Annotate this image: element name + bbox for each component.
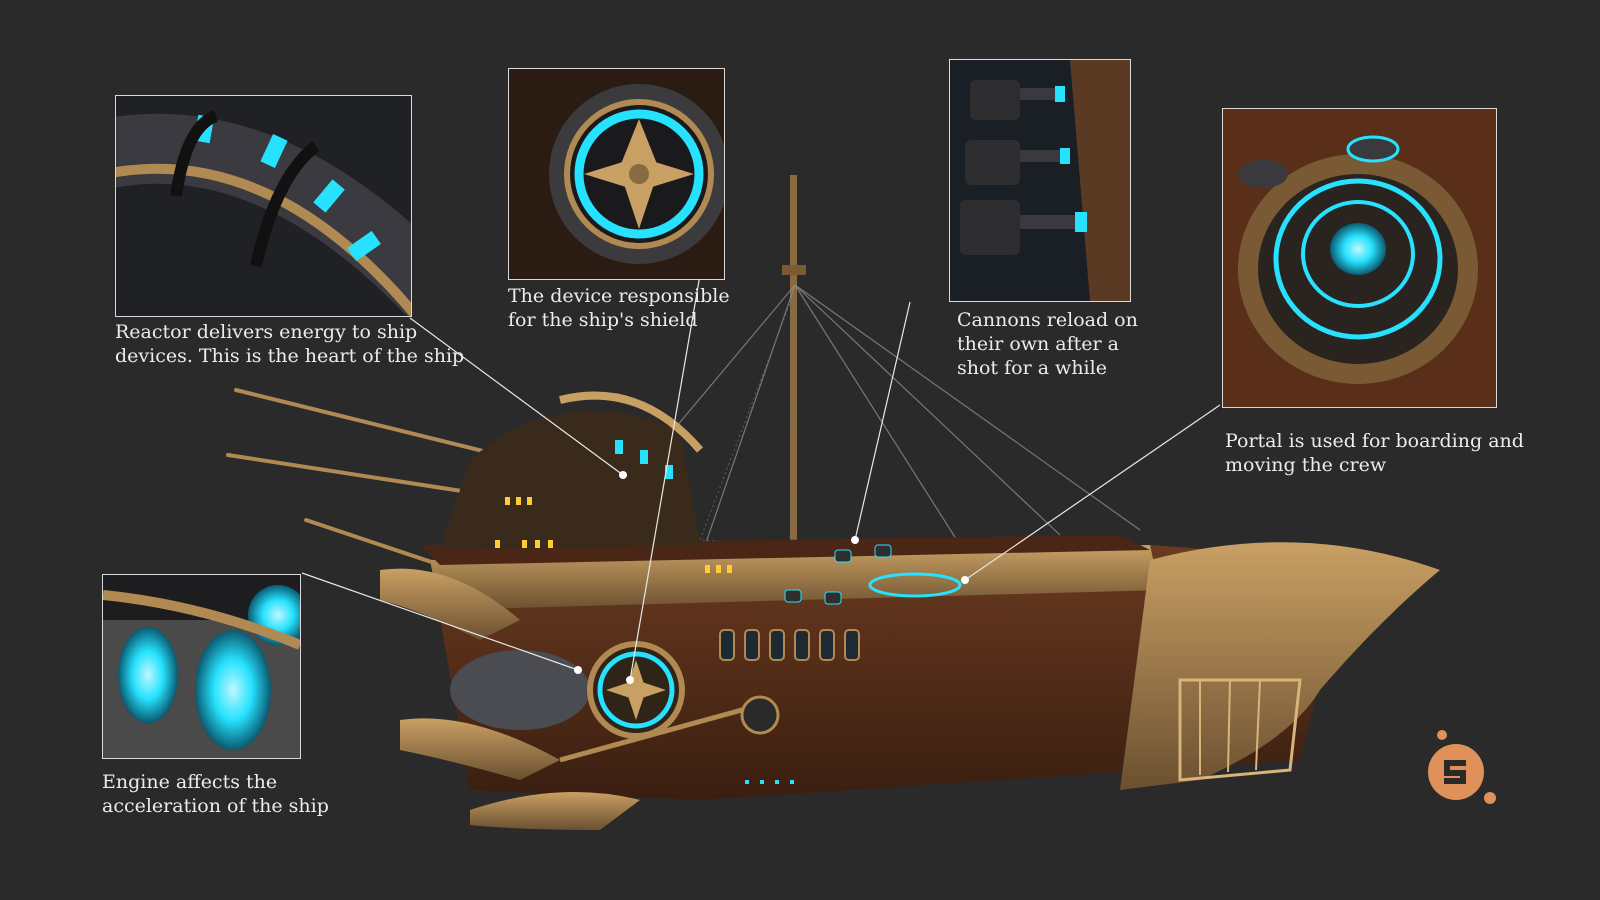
keel-lights	[745, 780, 794, 784]
hull-windows	[719, 629, 860, 661]
reactor-inset	[115, 95, 412, 317]
portal-caption: Portal is used for boarding and moving t…	[1225, 430, 1524, 476]
bottom-fin	[470, 792, 640, 830]
upper-fin	[380, 568, 520, 640]
engine-nacelle	[450, 650, 590, 730]
portal-inset	[1222, 108, 1497, 408]
cannons-inset	[949, 59, 1131, 302]
cabin-windows	[495, 497, 732, 573]
deck-cannons	[784, 544, 892, 605]
hull	[430, 545, 1350, 800]
engine-spar	[559, 702, 761, 763]
engine-caption: Engine affects the acceleration of the s…	[102, 771, 329, 817]
leader-lines	[301, 274, 1221, 681]
engine-inset	[102, 574, 301, 759]
reactor-glow	[615, 440, 673, 479]
substance-painter-logo-icon	[1428, 730, 1496, 804]
rope-net	[699, 289, 796, 546]
reactor-caption: Reactor delivers energy to ship devices.…	[115, 321, 465, 367]
cannons-caption: Cannons reload on their own after a shot…	[957, 309, 1138, 379]
shield-caption: The device responsible for the ship's sh…	[508, 285, 730, 331]
deck-portal	[868, 572, 962, 598]
lower-fin	[400, 718, 560, 780]
shield-inset	[508, 68, 725, 280]
leader-dots	[574, 471, 969, 684]
reactor-ring	[559, 391, 704, 453]
reactor-housing	[440, 410, 700, 550]
crows-nest	[782, 265, 806, 275]
